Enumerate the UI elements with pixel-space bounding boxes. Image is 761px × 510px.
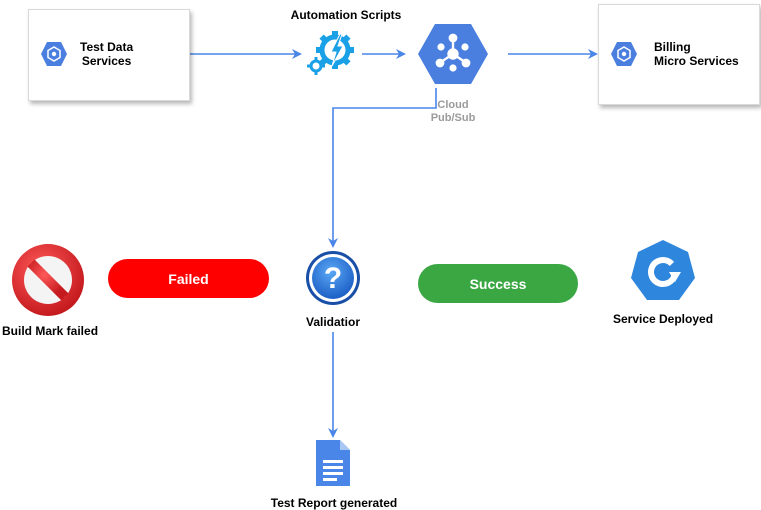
document-icon[interactable] <box>314 438 352 488</box>
question-icon[interactable]: ? <box>305 250 361 306</box>
pubsub-label: Cloud Pub/Sub <box>431 99 476 125</box>
gcp-hexagon-icon <box>41 42 67 66</box>
test-report-label: Test Report generated <box>270 496 398 510</box>
pubsub-hexagon-icon[interactable] <box>417 22 489 86</box>
test-data-services-label: Test Data Services <box>80 40 133 68</box>
success-badge: Success <box>418 264 578 303</box>
deploy-refresh-icon[interactable] <box>629 238 697 306</box>
test-data-line2: Services <box>81 54 132 68</box>
no-entry-icon[interactable] <box>8 240 88 320</box>
billing-line2: Micro Services <box>654 54 739 68</box>
automation-scripts-label: Automation Scripts <box>290 8 402 22</box>
billing-line1: Billing <box>654 40 691 54</box>
gears-lightning-icon[interactable] <box>307 28 357 76</box>
service-deployed-label: Service Deployed <box>612 312 714 326</box>
gcp-hexagon-icon <box>611 42 637 66</box>
svg-text:?: ? <box>324 262 342 295</box>
validation-label: Validatior <box>305 315 361 329</box>
failed-badge: Failed <box>108 259 269 298</box>
billing-micro-services-label: Billing Micro Services <box>654 40 739 68</box>
test-data-line1: Test Data <box>80 40 134 54</box>
pubsub-line2: Pub/Sub <box>430 112 476 124</box>
pubsub-line1: Cloud <box>437 99 469 111</box>
build-mark-failed-label: Build Mark failed <box>2 324 99 338</box>
arrow-pubsub-to-validation <box>328 88 437 248</box>
